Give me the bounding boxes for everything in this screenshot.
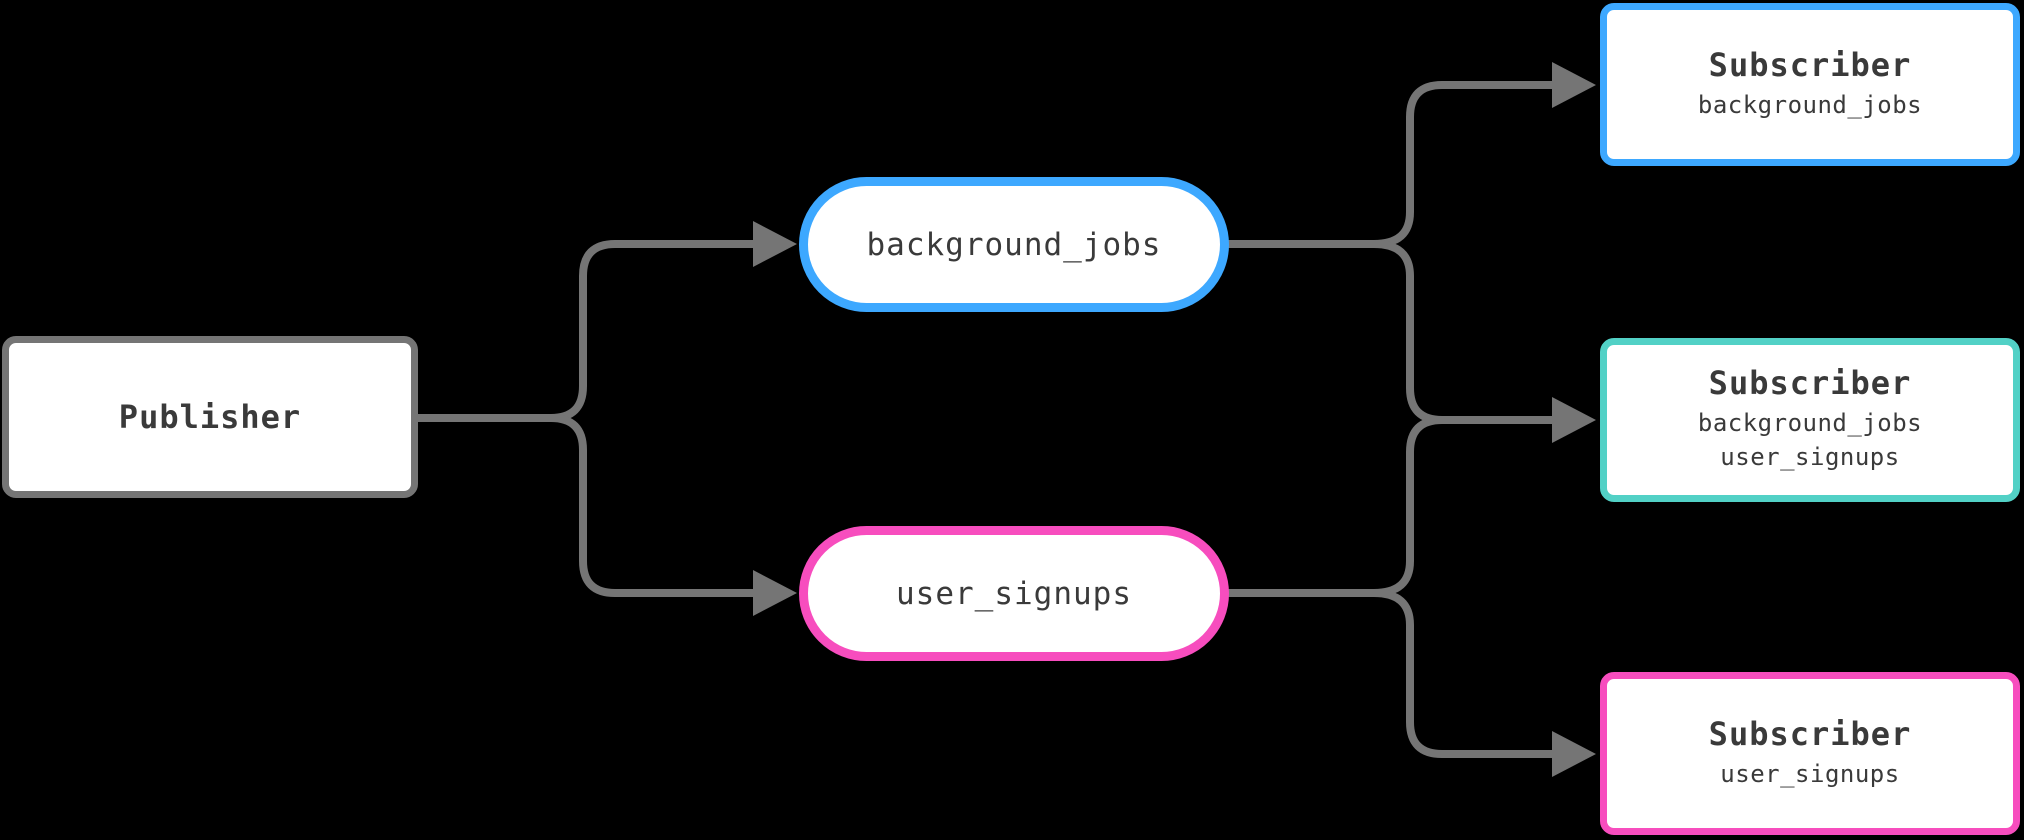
- publisher-node: Publisher: [2, 336, 418, 498]
- topic-node-user-signups: user_signups: [799, 526, 1229, 661]
- subscriber-title: Subscriber: [1708, 363, 1912, 402]
- arrowhead-into-subscriber-1: [1552, 62, 1596, 108]
- subscriber-topic: user_signups: [1720, 443, 1900, 472]
- publisher-label: Publisher: [118, 397, 302, 436]
- edge-user-signups-subscriber-2: [1225, 416, 1558, 597]
- subscriber-topic: background_jobs: [1697, 408, 1923, 437]
- edge-background-jobs-subscriber-1: [1225, 81, 1558, 248]
- topic-label: user_signups: [896, 575, 1132, 612]
- subscriber-topic: user_signups: [1720, 759, 1900, 788]
- topic-label: background_jobs: [866, 226, 1162, 263]
- edge-publisher-background-jobs: [414, 240, 760, 422]
- edge-publisher-user-signups: [414, 414, 760, 597]
- edge-user-signups-subscriber-3: [1225, 589, 1558, 758]
- edge-background-jobs-subscriber-2: [1225, 240, 1558, 424]
- subscriber-node-background-jobs: Subscriber background_jobs: [1600, 3, 2020, 166]
- topic-node-background-jobs: background_jobs: [799, 177, 1229, 312]
- subscriber-topic: background_jobs: [1697, 90, 1923, 119]
- arrowhead-into-user-signups: [753, 570, 797, 616]
- arrowhead-into-background-jobs: [753, 221, 797, 267]
- subscriber-title: Subscriber: [1708, 714, 1912, 753]
- arrowhead-into-subscriber-2: [1552, 397, 1596, 443]
- arrowhead-into-subscriber-3: [1552, 731, 1596, 777]
- subscriber-title: Subscriber: [1708, 45, 1912, 84]
- subscriber-node-user-signups: Subscriber user_signups: [1600, 672, 2020, 835]
- subscriber-node-both-topics: Subscriber background_jobs user_signups: [1600, 338, 2020, 502]
